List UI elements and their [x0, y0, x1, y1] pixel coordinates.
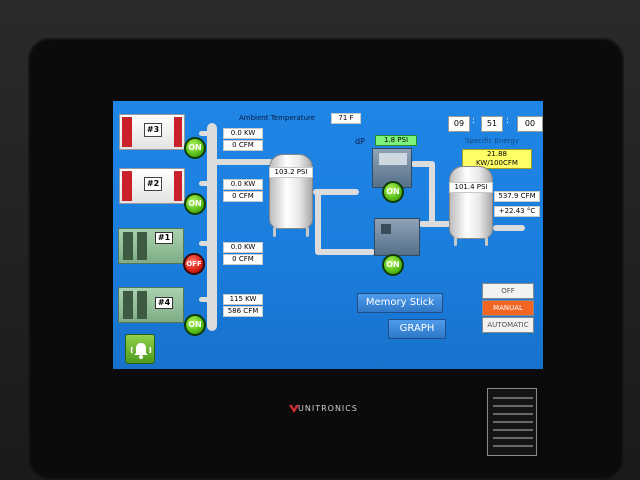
compressor-3[interactable]: #3: [119, 114, 185, 150]
branch-pipe-4: [199, 297, 211, 302]
dryer-loop-left-pipe: [315, 189, 321, 253]
compressor-4[interactable]: #4: [118, 287, 184, 323]
dryer-right-pipe: [429, 161, 435, 227]
mode-off-button[interactable]: OFF: [482, 283, 534, 299]
branch-pipe-3: [199, 131, 211, 136]
dryer-top-pipe: [411, 161, 433, 167]
compressor-id: #4: [155, 297, 173, 309]
compressor-4-status-button[interactable]: ON: [184, 314, 206, 336]
clock-minutes: 51: [481, 116, 503, 132]
compressor-3-kw: 0.0 KW: [223, 128, 263, 139]
branch-pipe-2: [199, 181, 211, 186]
dry-tank-leg: [485, 237, 488, 246]
compressor-4-kw: 115 KW: [223, 294, 263, 305]
compressor-3-status-button[interactable]: ON: [184, 137, 206, 159]
dp-label: dP: [355, 137, 365, 146]
compressor-id: #2: [144, 177, 162, 191]
header-pipe: [213, 159, 273, 165]
brand-logo: UNITRONICS: [298, 404, 358, 413]
compressor-2-kw: 0.0 KW: [223, 179, 263, 190]
supply-pipe-vertical: [207, 123, 217, 331]
compressor-3-cfm: 0 CFM: [223, 140, 263, 151]
dry-receiver-tank: [449, 166, 493, 239]
tank-outlet-pipe: [493, 225, 525, 231]
compressor-1[interactable]: #1: [118, 228, 184, 264]
dry-tank-pressure: 101.4 PSI: [449, 182, 493, 193]
hmi-screen: Ambient Temperature 71 F dP 1.8 PSI Spec…: [113, 101, 543, 369]
clock-hours: 09: [448, 116, 470, 132]
compressor-2-cfm: 0 CFM: [223, 191, 263, 202]
dry-tank-leg: [454, 237, 457, 246]
system-flow: 537.9 CFM: [494, 191, 540, 202]
ambient-temperature-label: Ambient Temperature: [239, 114, 316, 122]
dryer-1-status-button[interactable]: ON: [382, 181, 404, 203]
compressor-1-cfm: 0 CFM: [223, 254, 263, 265]
branch-pipe-1: [199, 241, 211, 246]
unitronics-logo-icon: [289, 405, 299, 413]
compressor-1-status-button[interactable]: OFF: [183, 253, 205, 275]
compressor-id: #1: [155, 232, 173, 244]
wet-tank-leg: [306, 227, 309, 237]
specific-energy-label: Specific Energy: [465, 137, 519, 145]
memory-stick-button[interactable]: Memory Stick: [357, 293, 443, 313]
dewpoint-temperature: +22.43 °C: [494, 206, 540, 217]
compressor-id: #3: [144, 123, 162, 137]
compressor-1-kw: 0.0 KW: [223, 242, 263, 253]
compressor-2[interactable]: #2: [119, 168, 185, 204]
wet-receiver-tank: [269, 154, 313, 229]
wet-tank-pressure: 103.2 PSI: [269, 167, 313, 178]
alarm-button[interactable]: [125, 334, 155, 364]
clock-separator: :: [506, 116, 510, 126]
wet-tank-leg: [273, 227, 276, 237]
compressor-4-cfm: 586 CFM: [223, 306, 263, 317]
alarm-bell-icon: [130, 343, 152, 359]
warning-sticker: [487, 388, 537, 456]
wet-to-dryer-pipe: [313, 189, 359, 195]
dryer-2[interactable]: [374, 218, 420, 256]
specific-energy-value: 21.88 KW/100CFM: [462, 149, 532, 169]
clock-separator: :: [472, 116, 476, 126]
dp-value: 1.8 PSI: [375, 135, 417, 146]
dryer-to-tank-pipe: [419, 221, 455, 227]
ambient-temperature-value: 71 F: [331, 113, 361, 124]
mode-manual-button[interactable]: MANUAL: [482, 300, 534, 316]
dryer-loop-bottom-pipe: [315, 249, 375, 255]
clock-seconds: 00: [517, 116, 543, 132]
dryer-2-status-button[interactable]: ON: [382, 254, 404, 276]
graph-button[interactable]: GRAPH: [388, 319, 446, 339]
mode-automatic-button[interactable]: AUTOMATIC: [482, 317, 534, 333]
compressor-2-status-button[interactable]: ON: [184, 193, 206, 215]
